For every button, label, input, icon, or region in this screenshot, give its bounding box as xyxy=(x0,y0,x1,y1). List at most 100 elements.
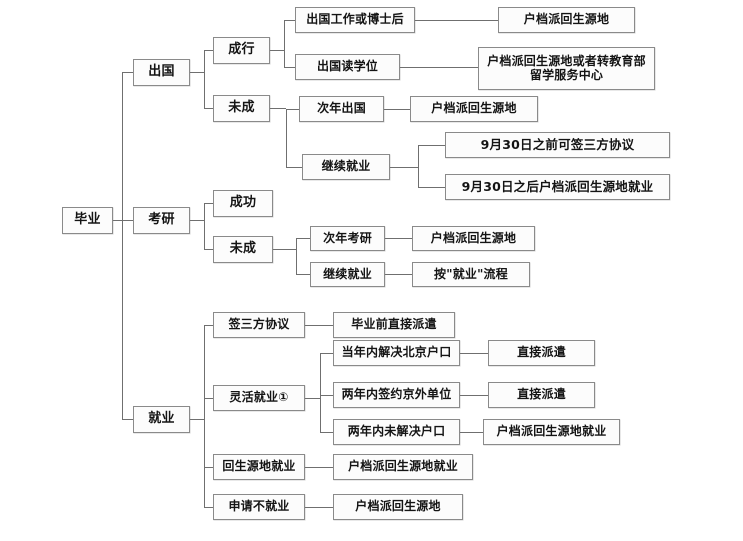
edge-postgradfail-to-keepwork xyxy=(296,274,310,275)
node-outside-beijing-result[interactable]: 直接派遣 xyxy=(488,382,595,408)
node-postgrad-keep-working[interactable]: 继续就业 xyxy=(310,262,385,287)
node-outside-beijing-two-years[interactable]: 两年内签约京外单位 xyxy=(333,382,460,408)
node-degree-result[interactable]: 户档派回生源地或者转教育部留学服务中心 xyxy=(478,47,655,90)
edge-abroad-split xyxy=(204,50,205,108)
edge-abroad-to-succeed xyxy=(204,50,214,51)
edge-root-to-trunk xyxy=(113,220,123,221)
node-label: 直接派遣 xyxy=(517,387,566,402)
edge-outside-to-result xyxy=(460,395,488,396)
node-label: 出国工作或博士后 xyxy=(306,12,404,27)
node-employment[interactable]: 就业 xyxy=(133,406,190,433)
node-label: 就业 xyxy=(148,411,175,427)
edge-returnhome-to-result xyxy=(305,467,333,468)
edge-hukou-to-result xyxy=(460,353,488,354)
node-apply-no-employment[interactable]: 申请不就业 xyxy=(213,494,305,520)
edge-abroadfail-split xyxy=(286,109,287,167)
edge-abroad-out xyxy=(190,72,204,73)
node-beijing-hukou-this-year[interactable]: 当年内解决北京户口 xyxy=(333,340,460,366)
node-label: 继续就业 xyxy=(323,266,372,281)
edge-keepwork-split xyxy=(418,145,419,187)
edge-abroadfail-to-nextyear xyxy=(286,109,299,110)
node-no-hukou-two-years[interactable]: 两年内未解决户口 xyxy=(333,419,460,445)
node-label: 户档派回生源地 xyxy=(355,499,441,514)
node-label: 当年内解决北京户口 xyxy=(341,345,452,360)
node-postgraduate-exam[interactable]: 考研 xyxy=(133,207,190,234)
node-label: 申请不就业 xyxy=(228,499,290,514)
node-label: 户档派回生源地 xyxy=(431,101,517,116)
node-tripartite-result[interactable]: 毕业前直接派遣 xyxy=(333,312,455,338)
node-sign-tripartite-agreement[interactable]: 签三方协议 xyxy=(213,312,305,338)
node-label: 9月30日之前可签三方协议 xyxy=(480,136,635,152)
node-label: 两年内未解决户口 xyxy=(347,424,446,439)
node-abroad-work-or-postdoc[interactable]: 出国工作或博士后 xyxy=(295,7,415,33)
edge-tripartite-to-result xyxy=(305,325,333,326)
node-label: 签三方协议 xyxy=(228,317,290,332)
edge-nohukou-to-result xyxy=(460,432,483,433)
edge-postgrad-keepwork-to-result xyxy=(385,274,412,275)
node-label: 次年考研 xyxy=(323,230,372,245)
node-label: 两年内签约京外单位 xyxy=(341,387,452,402)
node-abroad-fail[interactable]: 未成 xyxy=(213,95,270,122)
node-keep-working-before-sep30[interactable]: 9月30日之前可签三方协议 xyxy=(445,132,670,158)
node-label: 毕业 xyxy=(74,212,101,228)
edge-abroadfail-out xyxy=(270,108,286,109)
node-postgrad-next-year-result[interactable]: 户档派回生源地 xyxy=(412,226,535,251)
node-label: 出国 xyxy=(148,64,175,80)
node-label: 户档派回生源地或者转教育部留学服务中心 xyxy=(487,53,646,82)
edge-employment-to-tripartite xyxy=(204,325,214,326)
node-no-employment-result[interactable]: 户档派回生源地 xyxy=(333,494,463,520)
node-label: 毕业前直接派遣 xyxy=(351,317,437,332)
edge-employment-to-noemployment xyxy=(204,507,214,508)
node-postgrad-next-year[interactable]: 次年考研 xyxy=(310,226,385,251)
node-label: 次年出国 xyxy=(317,101,366,116)
node-label: 户档派回生源地就业 xyxy=(348,459,458,474)
node-postgrad-success[interactable]: 成功 xyxy=(213,190,273,217)
node-postgrad-fail[interactable]: 未成 xyxy=(213,236,273,263)
node-return-home-result[interactable]: 户档派回生源地就业 xyxy=(333,454,473,480)
node-work-or-postdoc-result[interactable]: 户档派回生源地 xyxy=(498,7,635,33)
edge-main-trunk xyxy=(122,72,123,419)
node-label: 灵活就业① xyxy=(229,390,289,405)
edge-postgrad-to-fail xyxy=(204,249,214,250)
node-label: 户档派回生源地就业 xyxy=(496,424,607,439)
edge-trunk-to-employment xyxy=(122,419,133,420)
node-label: 成行 xyxy=(228,42,255,58)
node-label: 成功 xyxy=(229,195,257,211)
edge-postgrad-out xyxy=(190,220,204,221)
node-return-home-employment[interactable]: 回生源地就业 xyxy=(213,454,305,480)
node-abroad-keep-working[interactable]: 继续就业 xyxy=(302,154,390,180)
edge-nextyear-postgrad-to-result xyxy=(385,238,412,239)
node-abroad-next-year[interactable]: 次年出国 xyxy=(299,96,384,122)
node-flexible-employment[interactable]: 灵活就业① xyxy=(213,385,305,411)
node-label: 出国读学位 xyxy=(316,59,378,74)
node-label: 继续就业 xyxy=(321,159,371,174)
edge-flexible-to-hukou xyxy=(320,353,333,354)
node-no-hukou-result[interactable]: 户档派回生源地就业 xyxy=(483,419,620,445)
edge-nextyear-abroad-to-result xyxy=(384,109,410,110)
edge-employment-split xyxy=(204,325,205,507)
edge-succeed-split xyxy=(284,20,285,67)
edge-abroadfail-to-keepwork xyxy=(286,167,302,168)
edge-noemployment-to-result xyxy=(305,507,333,508)
edge-employment-out xyxy=(190,419,204,420)
edge-succeed-to-degree xyxy=(284,67,295,68)
node-keep-working-after-sep30[interactable]: 9月30日之后户档派回生源地就业 xyxy=(445,174,670,200)
node-label: 户档派回生源地 xyxy=(430,230,517,245)
edge-trunk-to-postgrad xyxy=(122,220,133,221)
edge-employment-to-flexible xyxy=(204,398,214,399)
edge-trunk-to-abroad xyxy=(122,72,133,73)
node-label: 考研 xyxy=(148,212,175,228)
edge-degree-to-result xyxy=(400,67,478,68)
node-abroad-degree[interactable]: 出国读学位 xyxy=(295,54,400,80)
node-label: 未成 xyxy=(228,100,255,116)
edge-keepwork-to-after xyxy=(418,187,445,188)
node-abroad-succeed[interactable]: 成行 xyxy=(213,37,270,64)
node-abroad[interactable]: 出国 xyxy=(133,59,190,86)
node-root-graduation[interactable]: 毕业 xyxy=(62,207,113,234)
edge-succeed-out xyxy=(270,50,284,51)
node-postgrad-keep-working-result[interactable]: 按"就业"流程 xyxy=(412,262,530,287)
node-beijing-hukou-result[interactable]: 直接派遣 xyxy=(488,340,595,366)
node-abroad-next-year-result[interactable]: 户档派回生源地 xyxy=(410,96,538,122)
edge-flexible-out xyxy=(305,398,320,399)
edge-employment-to-returnhome xyxy=(204,467,214,468)
